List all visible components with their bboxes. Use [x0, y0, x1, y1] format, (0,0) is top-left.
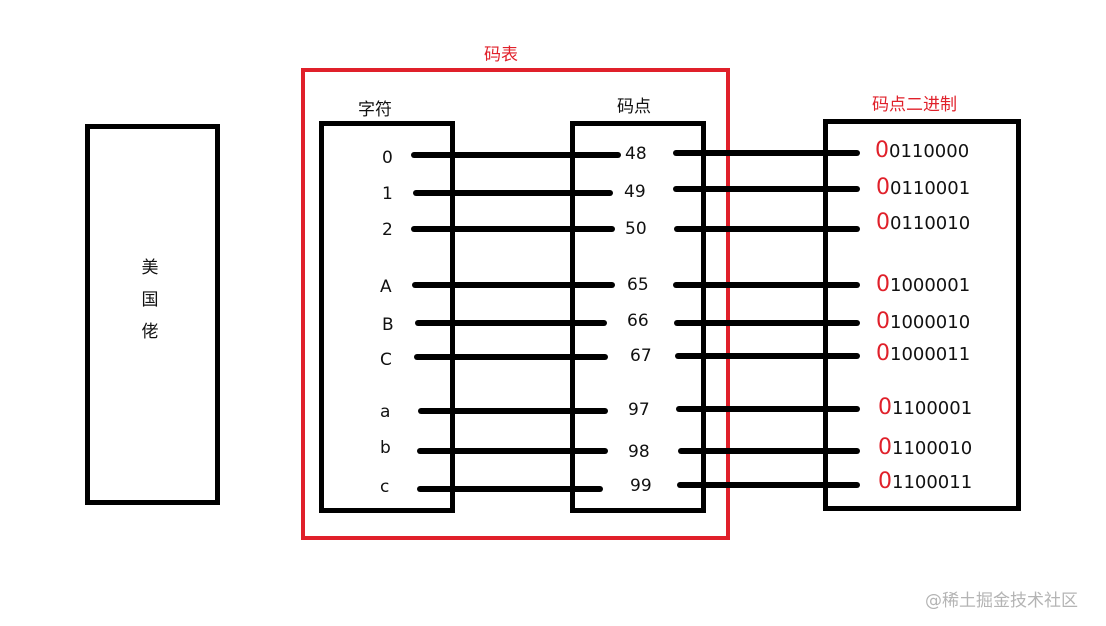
- char-column-box: [319, 121, 455, 513]
- codepoint-column-box: [570, 121, 706, 513]
- char-to-codepoint-line: [414, 354, 608, 360]
- codepoint-column-header: 码点: [617, 97, 651, 117]
- char-cell: b: [380, 438, 391, 458]
- watermark: @稀土掘金技术社区: [925, 591, 1078, 611]
- codepoint-to-binary-line: [673, 282, 860, 288]
- binary-column-header: 码点二进制: [872, 95, 957, 115]
- char-to-codepoint-line: [413, 190, 613, 196]
- codepoint-to-binary-line: [674, 226, 860, 232]
- binary-cell: 00110000: [875, 138, 970, 163]
- char-cell: 0: [382, 148, 393, 168]
- char-to-codepoint-line: [417, 486, 603, 492]
- codepoint-cell: 48: [625, 144, 647, 164]
- codepoint-cell: 50: [625, 219, 647, 239]
- binary-cell: 01100011: [878, 469, 973, 494]
- codepoint-to-binary-line: [673, 186, 860, 192]
- person-char-3: 佬: [141, 322, 159, 342]
- code-table-frame: [301, 68, 730, 540]
- char-to-codepoint-line: [411, 152, 621, 158]
- codepoint-cell: 67: [630, 346, 652, 366]
- char-to-codepoint-line: [415, 320, 607, 326]
- char-to-codepoint-line: [417, 448, 608, 454]
- codepoint-cell: 49: [624, 182, 646, 202]
- codepoint-to-binary-line: [677, 482, 860, 488]
- codepoint-to-binary-line: [678, 448, 860, 454]
- char-cell: B: [382, 315, 394, 335]
- char-cell: a: [380, 402, 391, 422]
- codepoint-to-binary-line: [676, 406, 860, 412]
- binary-cell: 00110010: [876, 210, 971, 235]
- codepoint-cell: 97: [628, 400, 650, 420]
- binary-cell: 01000011: [876, 341, 971, 366]
- char-cell: 2: [382, 220, 393, 240]
- char-cell: A: [380, 277, 392, 297]
- codepoint-cell: 98: [628, 442, 650, 462]
- code-table-title: 码表: [484, 45, 518, 65]
- binary-column-box: [823, 119, 1021, 511]
- binary-cell: 01100010: [878, 435, 973, 460]
- codepoint-to-binary-line: [674, 320, 860, 326]
- char-to-codepoint-line: [411, 226, 615, 232]
- binary-cell: 01100001: [878, 395, 973, 420]
- binary-cell: 00110001: [876, 175, 971, 200]
- codepoint-cell: 66: [627, 311, 649, 331]
- char-column-header: 字符: [358, 100, 392, 120]
- person-box: [85, 124, 220, 505]
- binary-cell: 01000001: [876, 272, 971, 297]
- codepoint-cell: 99: [630, 476, 652, 496]
- char-cell: C: [380, 350, 392, 370]
- char-cell: 1: [382, 184, 393, 204]
- binary-cell: 01000010: [876, 309, 971, 334]
- char-to-codepoint-line: [418, 408, 608, 414]
- codepoint-cell: 65: [627, 275, 649, 295]
- person-char-2: 国: [141, 290, 159, 310]
- codepoint-to-binary-line: [673, 150, 860, 156]
- codepoint-to-binary-line: [675, 353, 860, 359]
- char-to-codepoint-line: [412, 282, 615, 288]
- char-cell: c: [380, 477, 390, 497]
- person-char-1: 美: [141, 258, 159, 278]
